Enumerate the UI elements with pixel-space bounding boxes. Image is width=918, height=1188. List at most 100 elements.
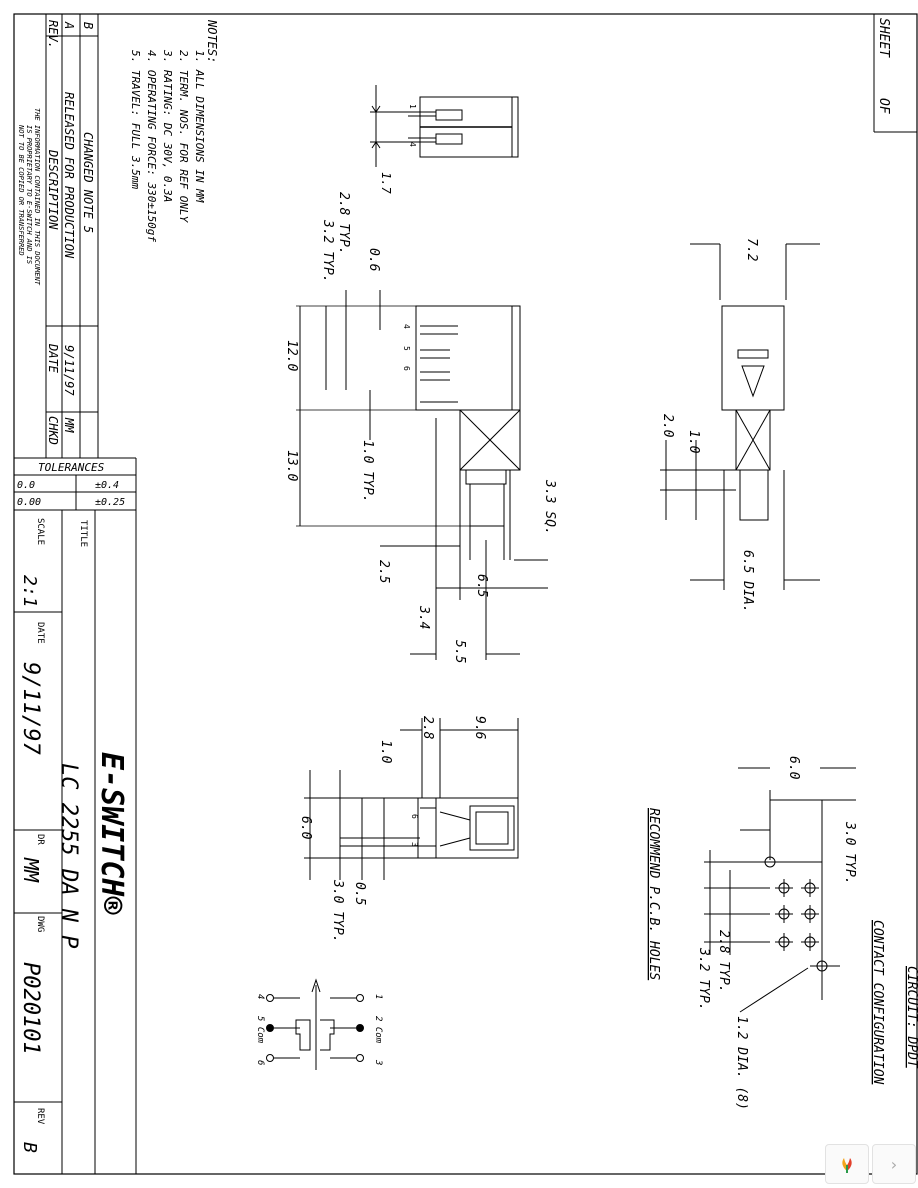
dim-1-2-dia: 1.2 DIA. (8) (734, 1016, 749, 1110)
circuit-label: CIRCUIT: DPDT (904, 966, 918, 1069)
pcb-hole-grid (775, 879, 819, 951)
note-1: 1. ALL DIMENSIONS IN MM (193, 50, 206, 203)
title-block: TITLE SCALE 2:1 DATE 9/11/97 LC 2255 DA … (18, 518, 129, 1153)
rev-a: A (62, 21, 76, 29)
date-value: 9/11/97 (18, 662, 43, 755)
dim-0-5: 0.5 (352, 882, 367, 906)
rev-b-description: CHANGED NOTE 5 (81, 132, 95, 233)
dim-6-5: 6.5 (474, 574, 489, 598)
dim-1-7: 1.7 (379, 172, 393, 194)
top-view (370, 85, 519, 167)
date-label: DATE (35, 622, 45, 644)
contact-5-com: 5 Com (255, 1016, 265, 1044)
dim-7-2: 7.2 (744, 238, 759, 262)
bottom-term-6: 6 (410, 814, 419, 819)
date-header: DATE (46, 343, 60, 374)
rev-b: B (81, 22, 95, 29)
chkd-header: CHKD (46, 416, 60, 445)
dim-2-8-typ-pcb: 2.8 TYP. (716, 930, 731, 993)
proprietary-line-3: NOT TO BE COPIED OR TRANSFERRED (17, 124, 25, 256)
scale-label: SCALE (35, 518, 45, 545)
note-3: 3. RATING: DC 30V, 0.3A (161, 49, 174, 202)
proprietary-line-1: THE INFORMATION CONTAINED IN THIS DOCUME… (33, 108, 41, 286)
bottom-term-3: 3 (410, 842, 419, 847)
scale-value: 2:1 (19, 575, 40, 608)
part-number: LC 2255 DA N P (56, 763, 81, 948)
side-term-6: 6 (402, 366, 411, 371)
tolerance-format-1: 0.0 (17, 480, 35, 491)
contact-3: 3 (373, 1059, 383, 1065)
dim-2-8: 2.8 (420, 716, 435, 740)
side-term-5: 5 (402, 346, 411, 351)
dim-2-8-typ: 2.8 TYP. (336, 192, 351, 255)
dim-3-3-sq: 3.3 SQ. (542, 479, 557, 535)
prev-page-button[interactable] (825, 1144, 869, 1184)
side-term-4: 4 (402, 324, 411, 329)
notes-heading: NOTES: (205, 19, 219, 63)
title-block-frame (14, 14, 137, 1174)
of-label: OF (876, 98, 891, 115)
tolerance-value-1: ±0.4 (95, 480, 119, 491)
top-term-4: 4 (408, 142, 417, 147)
pcb-title: RECOMMEND P.C.B. HOLES (646, 808, 661, 980)
dim-1-0-bottom: 1.0 (378, 740, 393, 764)
drawn-by: MM (19, 857, 43, 883)
dim-6-5-dia: 6.5 DIA. (740, 550, 755, 613)
sheet-number-box: SHEET OF (873, 14, 917, 133)
sheet-border (13, 13, 918, 1175)
notes: NOTES: 1. ALL DIMENSIONS IN MM 2. TERM. … (129, 19, 219, 242)
tolerances-table: TOLERANCES 0.0 ±0.4 0.00 ±0.25 (17, 461, 125, 508)
dim-9-6: 9.6 (472, 716, 487, 740)
dwg-number: P020101 (18, 962, 43, 1055)
dim-13-0: 13.0 (284, 450, 299, 481)
tolerances-title: TOLERANCES (38, 461, 105, 474)
dwg-label: DWG (35, 916, 45, 932)
next-page-button[interactable]: › (872, 1144, 916, 1184)
dim-3-0-typ-bottom: 3.0 TYP. (330, 879, 345, 943)
chevron-right-icon: › (890, 1154, 898, 1174)
dim-3-4: 3.4 (416, 605, 431, 629)
side-view (296, 290, 548, 660)
proprietary-line-2: IS PROPRIETARY TO E-SWITCH AND IS (25, 125, 33, 264)
contact-schematic (266, 978, 364, 1070)
front-view (660, 243, 820, 590)
sheet-label: SHEET (876, 18, 891, 58)
desc-header: DESCRIPTION (46, 149, 60, 230)
dim-0-6: 0.6 (366, 248, 381, 272)
dim-12-0: 12.0 (284, 340, 299, 371)
contact-4: 4 (255, 994, 265, 999)
dim-6-0-pcb: 6.0 (786, 756, 801, 780)
top-term-1: 1 (408, 104, 417, 109)
tolerance-value-2: ±0.25 (95, 497, 125, 508)
rev-a-chkd: MM (62, 417, 76, 433)
revision-table: REV. DESCRIPTION DATE CHKD A RELEASED FO… (17, 20, 95, 445)
contact-2-com: 2 Com (373, 1016, 383, 1044)
dim-2-0: 2.0 (660, 414, 675, 438)
pcb-holes (704, 767, 856, 1013)
contact-1: 1 (373, 994, 383, 999)
rev-value: B (19, 1142, 40, 1153)
dim-5-5: 5.5 (452, 640, 467, 664)
dr-label: DR (35, 834, 45, 845)
dim-3-2-typ-pcb: 3.2 TYP. (696, 947, 711, 1011)
dim-6-0-bottom: 6.0 (298, 816, 313, 840)
dim-3-2-typ: 3.2 TYP. (320, 219, 335, 283)
dim-2-5: 2.5 (376, 560, 391, 584)
note-4: 4. OPERATING FORCE: 330±150gf (145, 50, 158, 242)
company-logo: E-SWITCH® (94, 752, 129, 915)
contact-6: 6 (255, 1060, 265, 1065)
note-2: 2. TERM. NOS. FOR REF ONLY (177, 50, 190, 224)
dim-3-0-typ-pcb: 3.0 TYP. (842, 821, 857, 885)
note-5: 5. TRAVEL: FULL 3.5mm (129, 50, 142, 189)
rev-header: REV. (46, 20, 60, 49)
title-label: TITLE (78, 520, 88, 547)
dim-1-0: 1.0 (686, 430, 701, 454)
rev-a-date: 9/11/97 (62, 345, 76, 396)
tolerance-format-2: 0.00 (17, 497, 41, 508)
rev-a-description: RELEASED FOR PRODUCTION (62, 92, 76, 259)
bottom-view (304, 718, 519, 880)
prev-page-icon (842, 1158, 852, 1173)
dim-1-0-typ: 1.0 TYP. (360, 440, 375, 503)
contact-config-title: CONTACT CONFIGURATION (870, 920, 885, 1085)
